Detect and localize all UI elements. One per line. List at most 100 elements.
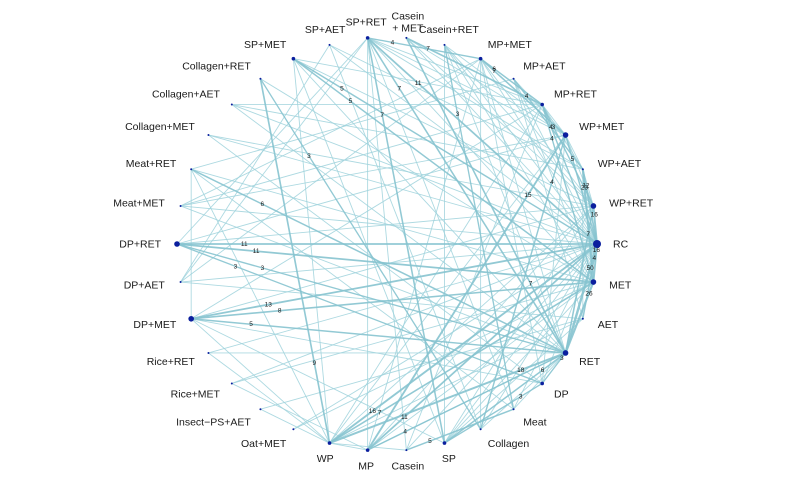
edge-count-label: 12 [582,183,590,190]
node-label-dp-met: DP+MET [133,319,176,331]
edge-casein-meat [406,408,514,451]
edge-ret-dp [541,352,567,384]
edge-aet-wp [329,318,584,444]
edge-sp-ret-wp-met [367,37,566,136]
edge-ret-sp-met [293,58,566,354]
node-label-dp: DP [554,389,569,401]
node-insect-ps-aet [259,408,262,411]
edge-count-label: 3 [519,394,523,401]
node-label-insect-ps-aet: Insect−PS+AET [176,416,251,428]
node-label-wp-aet: WP+AET [598,158,642,170]
edge-count-label: 3 [560,355,564,362]
edge-sp-met-mp-ret [293,58,543,105]
edge-met-collagen-ret [260,78,594,283]
node-label-sp-met: SP+MET [244,39,287,51]
edge-count-label: 3 [456,111,460,118]
edge-dp-wp-met [541,134,566,384]
node-mp-met [478,56,483,61]
edge-aet-mp-aet [513,78,584,319]
edge-wp-wp-ret [329,205,594,444]
node-label-line: + MET [392,22,424,34]
edge-count-label: 4 [391,39,395,46]
node-label-wp-met: WP+MET [579,121,625,133]
node-meat-met [179,204,182,207]
edge-mp-mp-met [367,58,482,451]
node-label-mp-aet: MP+AET [523,61,566,73]
edge-count-label: 3 [307,153,311,160]
edge-count-label: 15 [524,192,532,199]
edge-count-label: 11 [241,241,248,248]
edge-rc-collagen-aet [231,104,598,245]
edge-count-label: 16 [591,211,599,218]
node-label-collagen-ret: Collagen+RET [182,61,251,73]
edge-casein-met-wp-met [406,37,566,136]
edge-sp-ret-mp-met [367,37,481,60]
edge-casein-mp-ret [405,104,543,451]
node-dp-ret [174,241,180,247]
node-label-collagen-met: Collagen+MET [125,121,195,133]
edge-rc-sp [444,243,598,444]
node-casein [405,449,408,452]
edge-count-label: 8 [278,308,282,315]
edge-wp-met-wp-ret [565,134,594,207]
node-label-layer: RCMETAETRETDPMeatCollagenSPCaseinMPWPOat… [113,10,654,472]
edge-met-sp [444,281,594,444]
edge-dp-ret-dp [176,243,543,385]
edge-count-label: 7 [426,46,430,53]
edge-rc-collagen [480,243,598,430]
node-label-meat: Meat [523,416,546,428]
edge-count-label: 6 [541,367,545,374]
node-mp-ret [540,102,544,107]
edge-count-label: 16 [369,408,377,415]
edge-oat-met-met [293,281,594,430]
node-label-aet: AET [598,319,619,331]
node-label-collagen-aet: Collagen+AET [152,88,221,100]
edge-ret-collagen-aet [231,104,566,354]
edge-ret-mp-met [480,58,566,354]
node-label-rc: RC [613,239,629,251]
edge-count-label: 7 [492,68,496,75]
edge-count-label: 7 [397,85,401,92]
node-label-rice-met: Rice+MET [171,389,221,401]
edge-ret-wp [329,352,566,445]
node-label-mp-met: MP+MET [488,39,533,51]
node-oat-met [292,428,295,431]
edge-sp-wp-ret [444,205,594,444]
node-wp-aet [581,168,584,171]
edge-dp-ret-wp-ret [176,205,594,245]
edge-casein-ret-meat [443,44,515,410]
edge-collagen-aet-wp-aet [231,104,583,170]
edge-count-label: 26 [585,290,593,297]
edge-met-rice-met [231,281,594,384]
edge-wp-mp [329,442,368,451]
node-label-wp: WP [317,453,334,465]
edge-dp-met-rc [191,243,598,320]
node-collagen-aet [230,103,233,106]
edge-count-label: 23 [581,184,589,191]
node-label-rice-ret: Rice+RET [147,356,196,368]
node-mp-aet [512,77,515,80]
edge-dp-met-wp-ret [191,205,594,320]
node-aet [581,317,584,320]
edge-count-label: 5 [349,98,353,105]
edge-count-label: 4 [592,255,596,262]
node-label-sp-ret: SP+RET [346,16,388,28]
edge-count-label: 11 [401,414,408,421]
edge-count-label: 4 [403,429,407,436]
edge-dp-ret-met [176,243,594,283]
edge-wp-rc [328,243,598,444]
edge-casein-ret-wp-ret [444,44,594,207]
node-dp [540,381,544,386]
node-label-dp-ret: DP+RET [119,239,161,251]
node-collagen-ret [259,77,262,80]
edge-count-label: 50 [586,265,594,272]
edge-wp-ret-rc [592,205,598,245]
edge-wp-collagen-ret [259,78,331,444]
edge-count-label: 7 [586,231,590,238]
edge-count-label: 5 [571,156,575,163]
edge-rc-rice-ret [208,243,598,354]
node-dp-aet [179,281,182,284]
node-label-wp-ret: WP+RET [609,198,654,210]
node-rice-met [230,382,233,385]
edge-ret-meat-met [180,205,566,354]
